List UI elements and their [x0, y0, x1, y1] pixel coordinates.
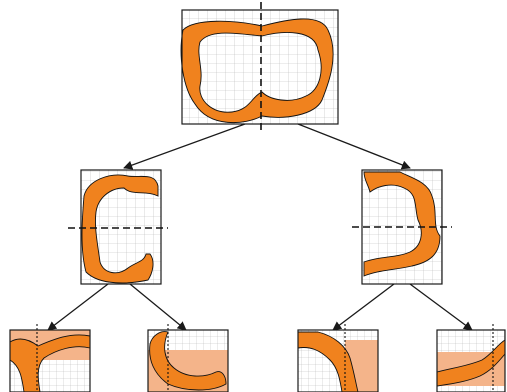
level2-left-node — [68, 169, 168, 285]
root-ring-shape — [180, 18, 334, 124]
arrow-root-to-right — [297, 123, 411, 170]
level2-left-shape — [81, 174, 159, 284]
level3-node-4 — [436, 324, 506, 392]
arrow-left-to-lr — [129, 283, 187, 331]
root-node — [180, 2, 339, 132]
arrow-root-to-left — [123, 123, 246, 170]
level3-node-3 — [297, 324, 379, 392]
root-frame — [181, 9, 339, 125]
arrow-left-to-ll — [47, 283, 109, 331]
level3-node-2 — [147, 324, 229, 392]
arrow-right-to-rl — [332, 283, 395, 331]
level2-right-shape — [363, 171, 441, 277]
arrow-right-to-rr — [409, 283, 473, 331]
level2-right-node — [352, 169, 452, 285]
level3-node-1 — [9, 324, 91, 392]
level3-node-3-shape — [297, 331, 359, 392]
